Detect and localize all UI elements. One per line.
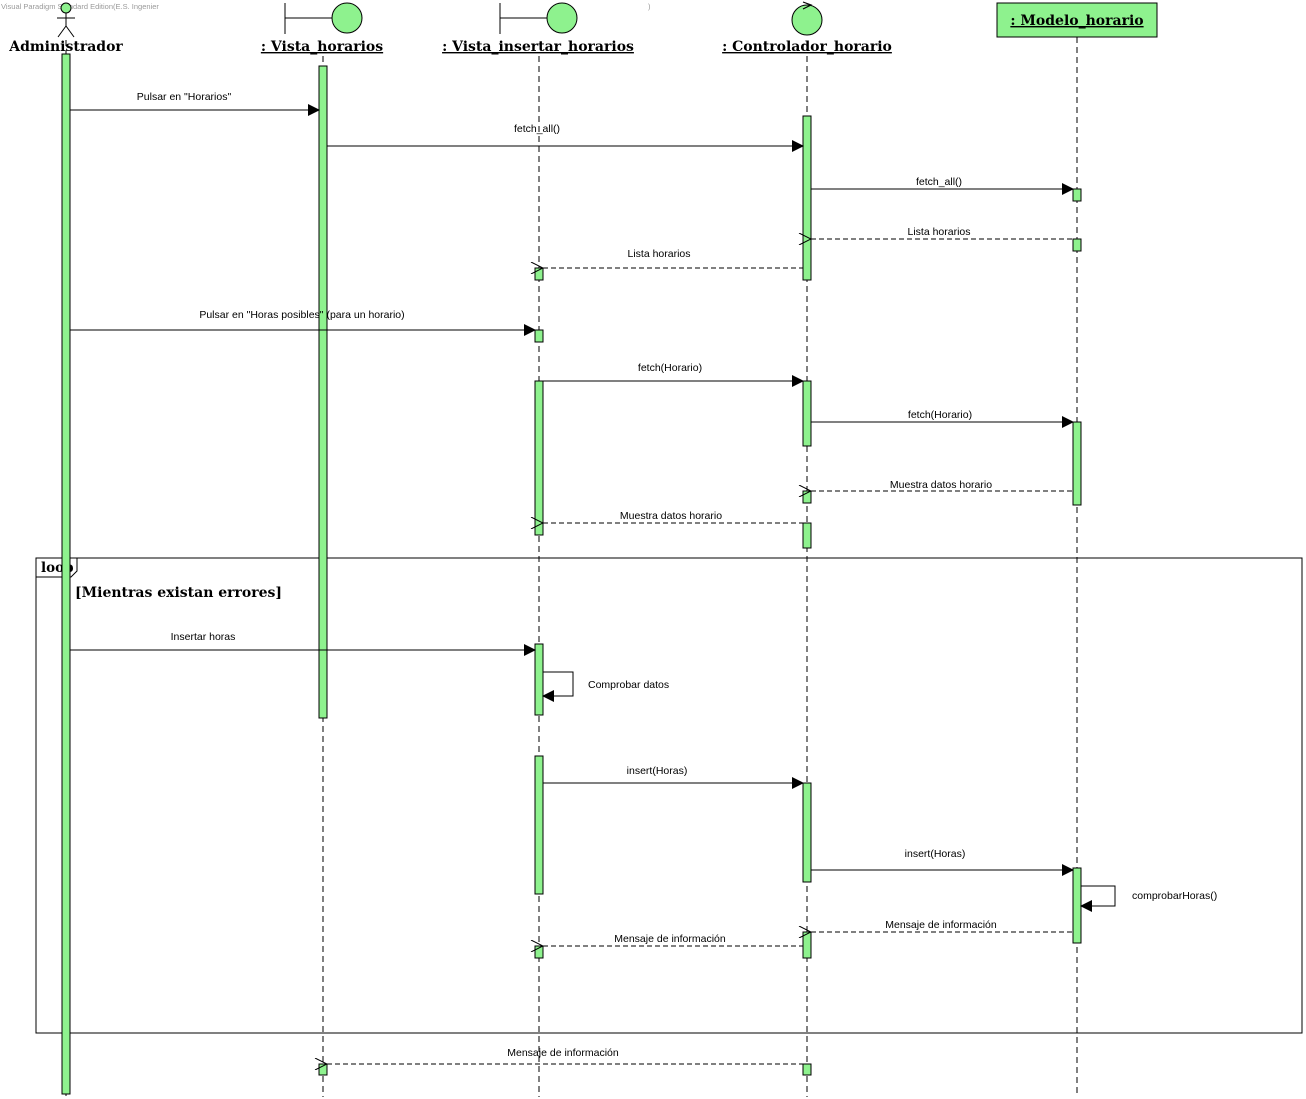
lifeline-name-vista-horarios[interactable]: : Vista_horarios — [261, 39, 383, 55]
activation-bar — [1072, 188, 1082, 202]
activation-bar — [1072, 867, 1082, 944]
activation-bar — [1072, 421, 1082, 506]
activation-bar — [534, 267, 544, 281]
message-label: Muestra datos horario — [620, 510, 722, 522]
activation-bar — [802, 1063, 812, 1076]
lifelines — [65, 37, 1078, 1097]
message-label: fetch(Horario) — [908, 409, 972, 421]
activation-bar — [534, 329, 544, 343]
watermark-text: Visual Paradigm Standard Edition(E.S. In… — [1, 2, 159, 11]
activation-bar — [1072, 238, 1082, 252]
message-label: Pulsar en "Horarios" — [137, 91, 232, 103]
message-label: insert(Horas) — [627, 765, 688, 777]
message-label: Mensaje de información — [614, 933, 726, 945]
boundary-icon[interactable] — [284, 2, 363, 34]
message-label: Mensaje de información — [885, 919, 997, 931]
lifeline-name-controlador-horario[interactable]: : Controlador_horario — [722, 39, 892, 55]
control-icon[interactable] — [791, 1, 823, 36]
messages: Pulsar en "Horarios" fetch_all() fetch_a… — [70, 91, 1217, 1064]
message-label: Pulsar en "Horas posibles" (para un hora… — [199, 309, 404, 321]
message-label: insert(Horas) — [905, 848, 966, 860]
activation-bar — [802, 380, 812, 447]
boundary-icon[interactable] — [499, 2, 578, 34]
message-label: fetch_all() — [514, 123, 560, 135]
lifeline-name-vista-insertar-horarios[interactable]: : Vista_insertar_horarios — [442, 39, 634, 55]
message-label: Muestra datos horario — [890, 479, 992, 491]
lifeline-heads: Administrador : Vista_horarios : Vista_i… — [8, 1, 1158, 55]
message-label: comprobarHoras() — [1132, 890, 1217, 902]
message-label: Lista horarios — [907, 226, 970, 238]
activation-bars — [61, 53, 1082, 1095]
loop-frame — [35, 557, 1303, 1034]
activation-bar — [318, 1063, 328, 1076]
activation-bar — [534, 380, 544, 536]
activation-bar — [318, 65, 328, 719]
activation-bar — [534, 945, 544, 959]
activation-bar — [534, 643, 544, 716]
message-label: Comprobar datos — [588, 679, 669, 691]
activation-bar — [802, 782, 812, 883]
self-message-arrow[interactable] — [1080, 885, 1116, 912]
activation-bar — [61, 53, 71, 1095]
loop-guard: [Mientras existan errores] — [75, 585, 282, 601]
message-label: Lista horarios — [627, 248, 690, 260]
message-label: fetch(Horario) — [638, 362, 702, 374]
watermark-end: ) — [648, 2, 651, 11]
message-label: Insertar horas — [171, 631, 236, 643]
lifeline-name-administrador[interactable]: Administrador — [8, 39, 123, 55]
message-label: fetch_all() — [916, 176, 962, 188]
activation-bar — [802, 115, 812, 281]
message-label: Mensaje de información — [507, 1047, 619, 1059]
activation-bar — [802, 931, 812, 959]
loop-fragment[interactable]: loop [Mientras existan errores] — [35, 557, 1303, 1034]
actor-icon[interactable] — [57, 2, 75, 38]
activation-bar — [534, 755, 544, 895]
lifeline-name-modelo-horario[interactable]: : Modelo_horario — [1010, 13, 1143, 29]
watermark: Visual Paradigm Standard Edition(E.S. In… — [1, 2, 651, 11]
self-message-arrow[interactable] — [542, 671, 574, 702]
activation-bar — [802, 522, 812, 549]
activation-bar — [802, 490, 812, 504]
